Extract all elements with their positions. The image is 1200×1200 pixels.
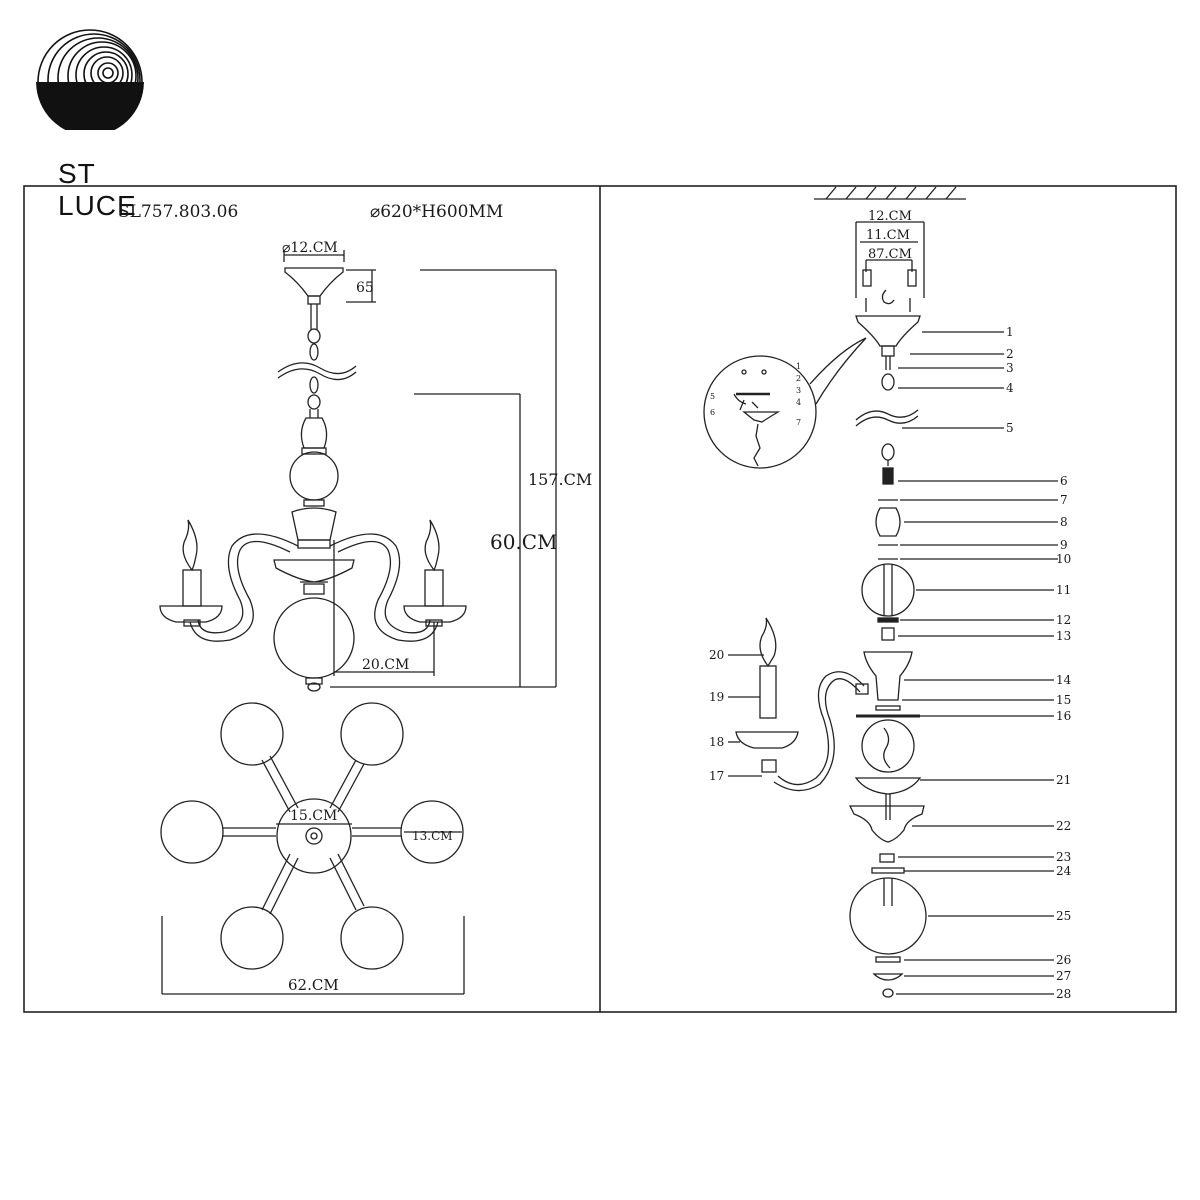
part-number: 21 [1056,773,1071,787]
part-number: 12 [1056,613,1071,627]
part-number: 4 [1006,381,1014,395]
canopy-diameter-label: ⌀12.CM [282,240,338,256]
inset-label: 2 [796,374,801,383]
part-number: 1 [1006,325,1014,339]
left-panel: SL757.803.06 ⌀620*H600MM [118,202,592,995]
part-number: 19 [709,690,724,704]
brand-logo: ST LUCE [28,20,168,221]
part-number: 11 [1056,583,1071,597]
mount-dim-3: 87.CM [868,247,912,262]
inset-label: 5 [710,392,715,401]
center-diameter-label: 15.CM [290,808,337,824]
top-view [160,702,465,995]
part-number: 7 [1060,493,1068,507]
part-number: 6 [1060,474,1068,488]
part-number: 22 [1056,819,1071,833]
arm-width-label: 20.CM [362,657,409,673]
part-number: 23 [1056,850,1071,864]
mount-dim-2: 11.CM [866,228,910,243]
part-number: 3 [1006,361,1014,375]
part-number: 18 [709,735,724,749]
part-number: 14 [1056,673,1072,687]
part-number: 26 [1056,953,1071,967]
part-number: 5 [1006,421,1014,435]
inset-label: 1 [796,362,801,371]
canopy-height-label: 65 [356,280,374,296]
inset-label: 6 [710,408,715,417]
inset-label: 3 [796,386,801,395]
part-number: 16 [1056,709,1071,723]
part-number: 2 [1006,347,1014,361]
body-height-label: 60.CM [490,530,558,554]
part-number: 8 [1060,515,1068,529]
canopy [284,267,344,297]
part-number: 27 [1056,969,1071,983]
total-height-label: 157.CM [528,470,592,489]
part-number: 20 [709,648,724,662]
shade-diameter-label: 13.CM [412,829,453,843]
brand-name: ST LUCE [58,158,137,221]
mount-dim-1: 12.CM [868,209,912,224]
part-number: 10 [1056,552,1071,566]
right-panel: 12.CM 11.CM 87.CM 1 2 3 4 5 6 7 1 2 3 4 … [703,186,1072,1001]
inset-label: 4 [796,398,801,407]
part-number: 28 [1056,987,1071,1001]
part-number: 15 [1056,693,1071,707]
model-number: SL757.803.06 [118,202,238,222]
part-number: 9 [1060,538,1068,552]
swirl-logo-icon [36,28,144,136]
overall-diameter-label: 62.CM [288,976,339,994]
overall-size: ⌀620*H600MM [370,202,503,222]
inset-labels: 1 2 3 4 5 6 7 [710,362,801,427]
part-number: 17 [709,769,724,783]
part-number: 24 [1056,864,1072,878]
part-number: 13 [1056,629,1071,643]
part-number: 25 [1056,909,1071,923]
part-callouts: 1 2 3 4 5 6 7 8 9 10 11 12 13 14 15 16 1… [709,325,1072,1001]
inset-label: 7 [796,418,801,427]
